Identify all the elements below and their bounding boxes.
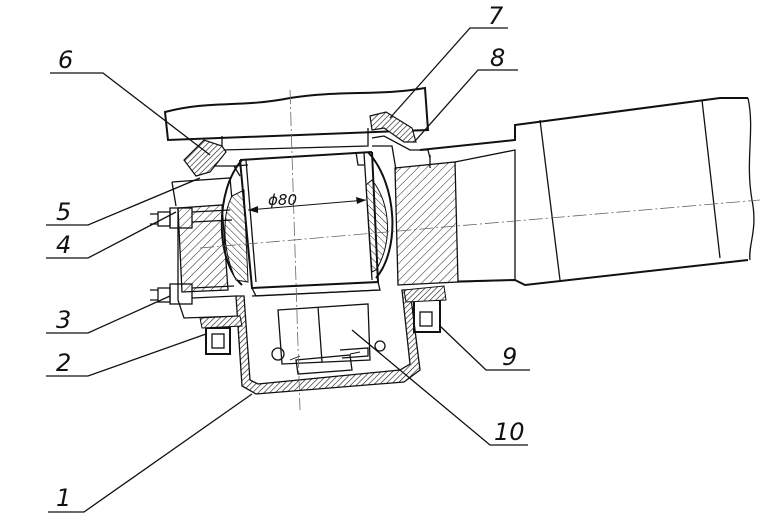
callout-7: 7	[488, 2, 504, 30]
seal-left	[183, 139, 241, 177]
sensor-part-10	[271, 303, 386, 375]
callout-9: 9	[502, 343, 517, 371]
vertical-axis	[289, 89, 301, 411]
bolt-lower	[150, 283, 237, 305]
cup-part-1	[235, 289, 421, 395]
arm-tube	[394, 97, 755, 287]
callout-1: 1	[56, 484, 71, 512]
nut-left	[199, 315, 243, 355]
callout-3: 3	[56, 306, 71, 334]
callout-4: 4	[56, 231, 71, 259]
callout-2: 2	[56, 349, 71, 377]
inner-sleeve	[233, 151, 381, 297]
nut-right-part-9	[403, 285, 447, 333]
seal-right	[369, 111, 431, 171]
callout-6: 6	[58, 46, 73, 74]
horizontal-axis	[199, 199, 760, 249]
leader-lines	[46, 27, 530, 513]
spherical-bearing	[220, 151, 394, 286]
bolt-upper	[150, 207, 233, 229]
top-plate	[163, 86, 430, 151]
callout-10: 10	[494, 418, 525, 446]
dimension-label: ϕ80	[268, 191, 297, 209]
diameter-dimension: ϕ80	[247, 191, 367, 213]
callout-5: 5	[56, 198, 71, 226]
callout-8: 8	[490, 44, 505, 72]
